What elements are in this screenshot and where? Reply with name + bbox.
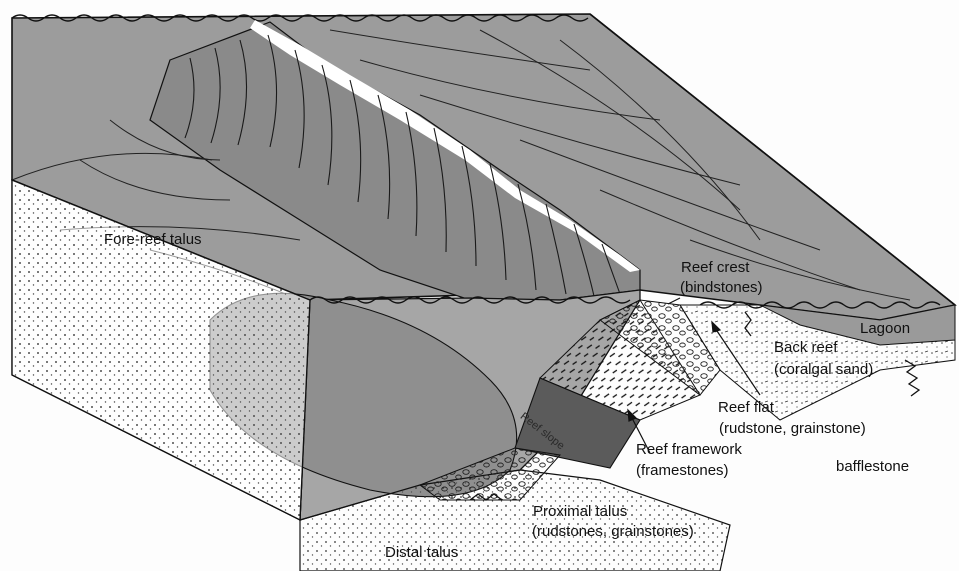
label-distal-talus: Distal talus <box>385 543 458 562</box>
label-reef-framework: Reef framework <box>636 440 742 459</box>
label-lagoon: Lagoon <box>860 319 910 338</box>
label-proximal-talus-sub: (rudstones, grainstones) <box>532 522 694 541</box>
label-reef-crest-sub: (bindstones) <box>680 278 763 297</box>
label-reef-flat-sub: (rudstone, grainstone) <box>719 419 866 438</box>
label-reef-flat: Reef flat <box>718 398 774 417</box>
label-fore-reef-talus: Fore-reef talus <box>104 230 202 249</box>
label-back-reef-sub: (coralgal sand) <box>774 360 873 379</box>
label-bafflestone: bafflestone <box>836 457 909 476</box>
label-reef-framework-sub: (framestones) <box>636 461 729 480</box>
label-reef-crest: Reef crest <box>681 258 749 277</box>
label-proximal-talus: Proximal talus <box>533 502 627 521</box>
label-back-reef: Back reef <box>774 338 837 357</box>
